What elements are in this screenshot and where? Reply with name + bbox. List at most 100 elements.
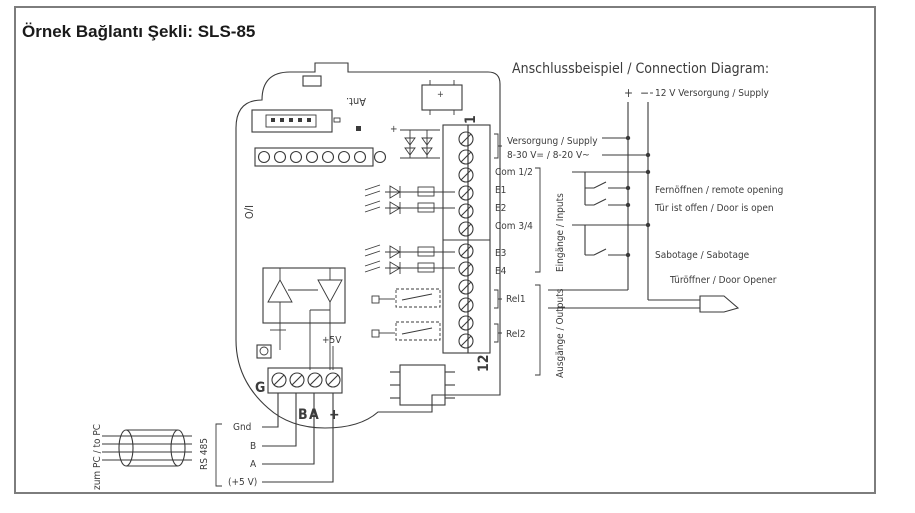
supply-12v-label: 12 V Versorgung / Supply: [655, 88, 770, 99]
terminal-screw: [458, 279, 474, 295]
diode-bridge: +: [390, 124, 440, 159]
terminal-screw: [458, 221, 474, 237]
io-label: I/O: [242, 205, 255, 219]
terminal-screw-slot: [460, 299, 472, 311]
board-top-component: [302, 75, 322, 87]
terminal-screw-slot: [460, 263, 472, 275]
inputs-group-label: Eingänge / Inputs: [555, 193, 566, 272]
function-door-open: Tür ist offen / Door is open: [654, 203, 774, 214]
main-terminal-block: [442, 124, 491, 354]
wire-a: [262, 393, 315, 465]
relay-2-circuit: [371, 321, 441, 341]
outputs-bracket: [535, 284, 541, 376]
terminal-screw: [458, 315, 474, 331]
diagram-heading: Anschlussbeispiel / Connection Diagram:: [512, 61, 769, 77]
input-e4: E4: [495, 266, 507, 277]
terminal-screws: [458, 131, 474, 349]
relay-1-label: Rel1: [506, 294, 526, 305]
rel1-bracket: [494, 289, 502, 309]
terminal-screw: [458, 185, 474, 201]
supply-plus: +: [624, 86, 633, 100]
wire-plus5v: [262, 393, 334, 483]
terminal-screw: [458, 131, 474, 147]
terminal-screw: [458, 167, 474, 183]
cable-to-pc-label: zum PC / to PC: [92, 424, 103, 490]
antenna-label: Ant.: [346, 95, 366, 108]
svg-text:+: +: [437, 90, 444, 100]
wire-plus5v-label: (+5 V): [228, 477, 257, 488]
terminal-screw: [458, 297, 474, 313]
input-e3: E3: [495, 248, 506, 259]
junction-com34: [645, 222, 651, 228]
input-com12: Com 1/2: [495, 167, 533, 178]
terminal-screw-slot: [460, 133, 472, 145]
svg-text:+: +: [390, 124, 398, 135]
terminal-screw-slot: [460, 281, 472, 293]
board-small-square: [256, 344, 272, 359]
input-com34: Com 3/4: [495, 221, 533, 232]
board-outline: [235, 62, 501, 429]
terminal-screw: [458, 243, 474, 259]
terminal-screw: [458, 203, 474, 219]
terminal-screw-slot: [460, 187, 472, 199]
function-sabotage: Sabotage / Sabotage: [655, 250, 750, 261]
board-small-circle: [259, 346, 269, 356]
rs485-transceiver: [262, 267, 346, 370]
relay-1-circuit: [371, 288, 441, 308]
wire-a-label: A: [250, 459, 257, 470]
io-pin-header: [254, 147, 387, 167]
relay-2-label: Rel2: [506, 329, 526, 340]
terminal-screw-slot: [460, 151, 472, 163]
cable-to-pc: [102, 429, 192, 467]
figure-frame: [14, 6, 876, 494]
input-optocouplers: [364, 184, 455, 275]
supply-minus: −: [640, 86, 649, 100]
terminal-plus-label: +: [329, 407, 340, 423]
terminal-b-label: B: [298, 407, 308, 423]
inputs-bracket: [535, 167, 541, 273]
supply-group-line1: Versorgung / Supply: [507, 136, 598, 147]
rs485-screw-terminal: [267, 367, 343, 394]
switch-sabotage: [585, 248, 628, 256]
terminal-screw-slot: [460, 317, 472, 329]
bridge-rectifier: +: [421, 80, 463, 115]
supply-group-bracket: [494, 133, 502, 159]
terminal-g-label: G: [255, 380, 265, 396]
supply-group-line2: 8-30 V= / 8-20 V~: [507, 150, 590, 161]
terminal-number-last: 12: [476, 354, 492, 372]
terminal-screw: [458, 149, 474, 165]
wire-b-label: B: [250, 441, 256, 452]
terminal-screw: [458, 261, 474, 277]
switch-door-open: [585, 198, 628, 206]
terminal-number-first: 1: [463, 115, 479, 124]
wire-gnd: [262, 393, 279, 428]
board-small-led: [356, 126, 361, 131]
wire-b: [262, 393, 297, 447]
rs485-label: RS 485: [199, 438, 210, 470]
switch-remote-opening: [585, 181, 628, 189]
rs485-bracket: [215, 423, 222, 487]
outputs-group-label: Ausgänge / Outputs: [555, 288, 566, 378]
junction-switch-1: [625, 185, 631, 191]
terminal-screw-slot: [460, 335, 472, 347]
junction-supply-plus: [625, 135, 631, 141]
rel2-bracket: [494, 323, 502, 343]
function-door-opener: Türöffner / Door Opener: [669, 275, 777, 286]
terminal-screw-slot: [460, 169, 472, 181]
junction-switch-2: [625, 202, 631, 208]
antenna-connector: [251, 109, 341, 133]
plus5v-label: +5V: [322, 335, 342, 346]
door-opener-symbol: [699, 295, 740, 313]
terminal-screw: [458, 333, 474, 349]
wire-gnd-label: Gnd: [233, 422, 251, 433]
junction-com12: [645, 169, 651, 175]
junction-supply-minus: [645, 152, 651, 158]
terminal-screw-slot: [460, 223, 472, 235]
function-remote-opening: Fernöffnen / remote opening: [655, 185, 783, 196]
ic-chip: [390, 364, 455, 406]
input-e1: E1: [495, 185, 506, 196]
terminal-screw-slot: [460, 245, 472, 257]
terminal-screw-slot: [460, 205, 472, 217]
input-e2: E2: [495, 203, 506, 214]
